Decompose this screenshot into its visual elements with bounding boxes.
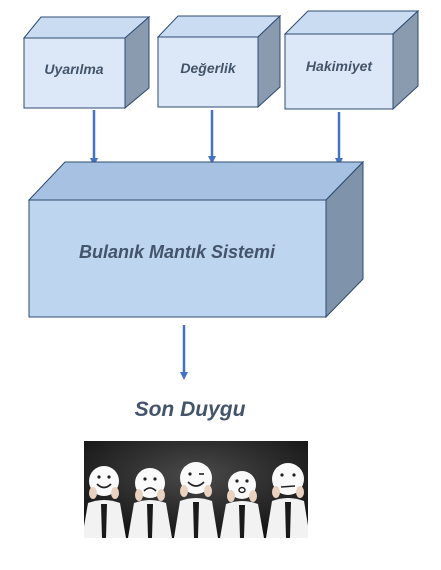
person-2 xyxy=(128,468,172,538)
emotion-faces-photo xyxy=(84,441,308,538)
face-mask-wink-icon xyxy=(180,462,212,494)
input-label-dominance: Hakimiyet xyxy=(306,58,373,74)
face-mask-happy-icon xyxy=(89,466,119,496)
input-box-valence-front xyxy=(157,36,259,108)
face-mask-sad-icon xyxy=(135,468,165,498)
input-box-dominance-front xyxy=(284,33,394,110)
fuzzy-system-box-front xyxy=(28,199,327,318)
fuzzy-system-box-top xyxy=(27,161,365,201)
input-box-valence: Değerlik xyxy=(156,14,282,109)
person-5 xyxy=(266,463,308,538)
input-label-arousal: Uyarılma xyxy=(44,61,103,77)
fuzzy-system-box: Bulanık Mantık Sistemi xyxy=(27,160,365,319)
fuzzy-system-label: Bulanık Mantık Sistemi xyxy=(79,242,276,262)
input-label-valence: Değerlik xyxy=(180,60,236,76)
person-1 xyxy=(84,466,126,538)
input-box-dominance: Hakimiyet xyxy=(283,9,420,111)
person-4 xyxy=(220,471,264,538)
face-mask-neutral-icon xyxy=(272,463,304,495)
face-mask-surprised-icon xyxy=(228,471,256,499)
input-box-arousal: Uyarılma xyxy=(22,15,151,110)
output-label: Son Duygu xyxy=(134,398,246,421)
person-3 xyxy=(174,462,218,538)
input-box-arousal-front xyxy=(23,37,126,109)
